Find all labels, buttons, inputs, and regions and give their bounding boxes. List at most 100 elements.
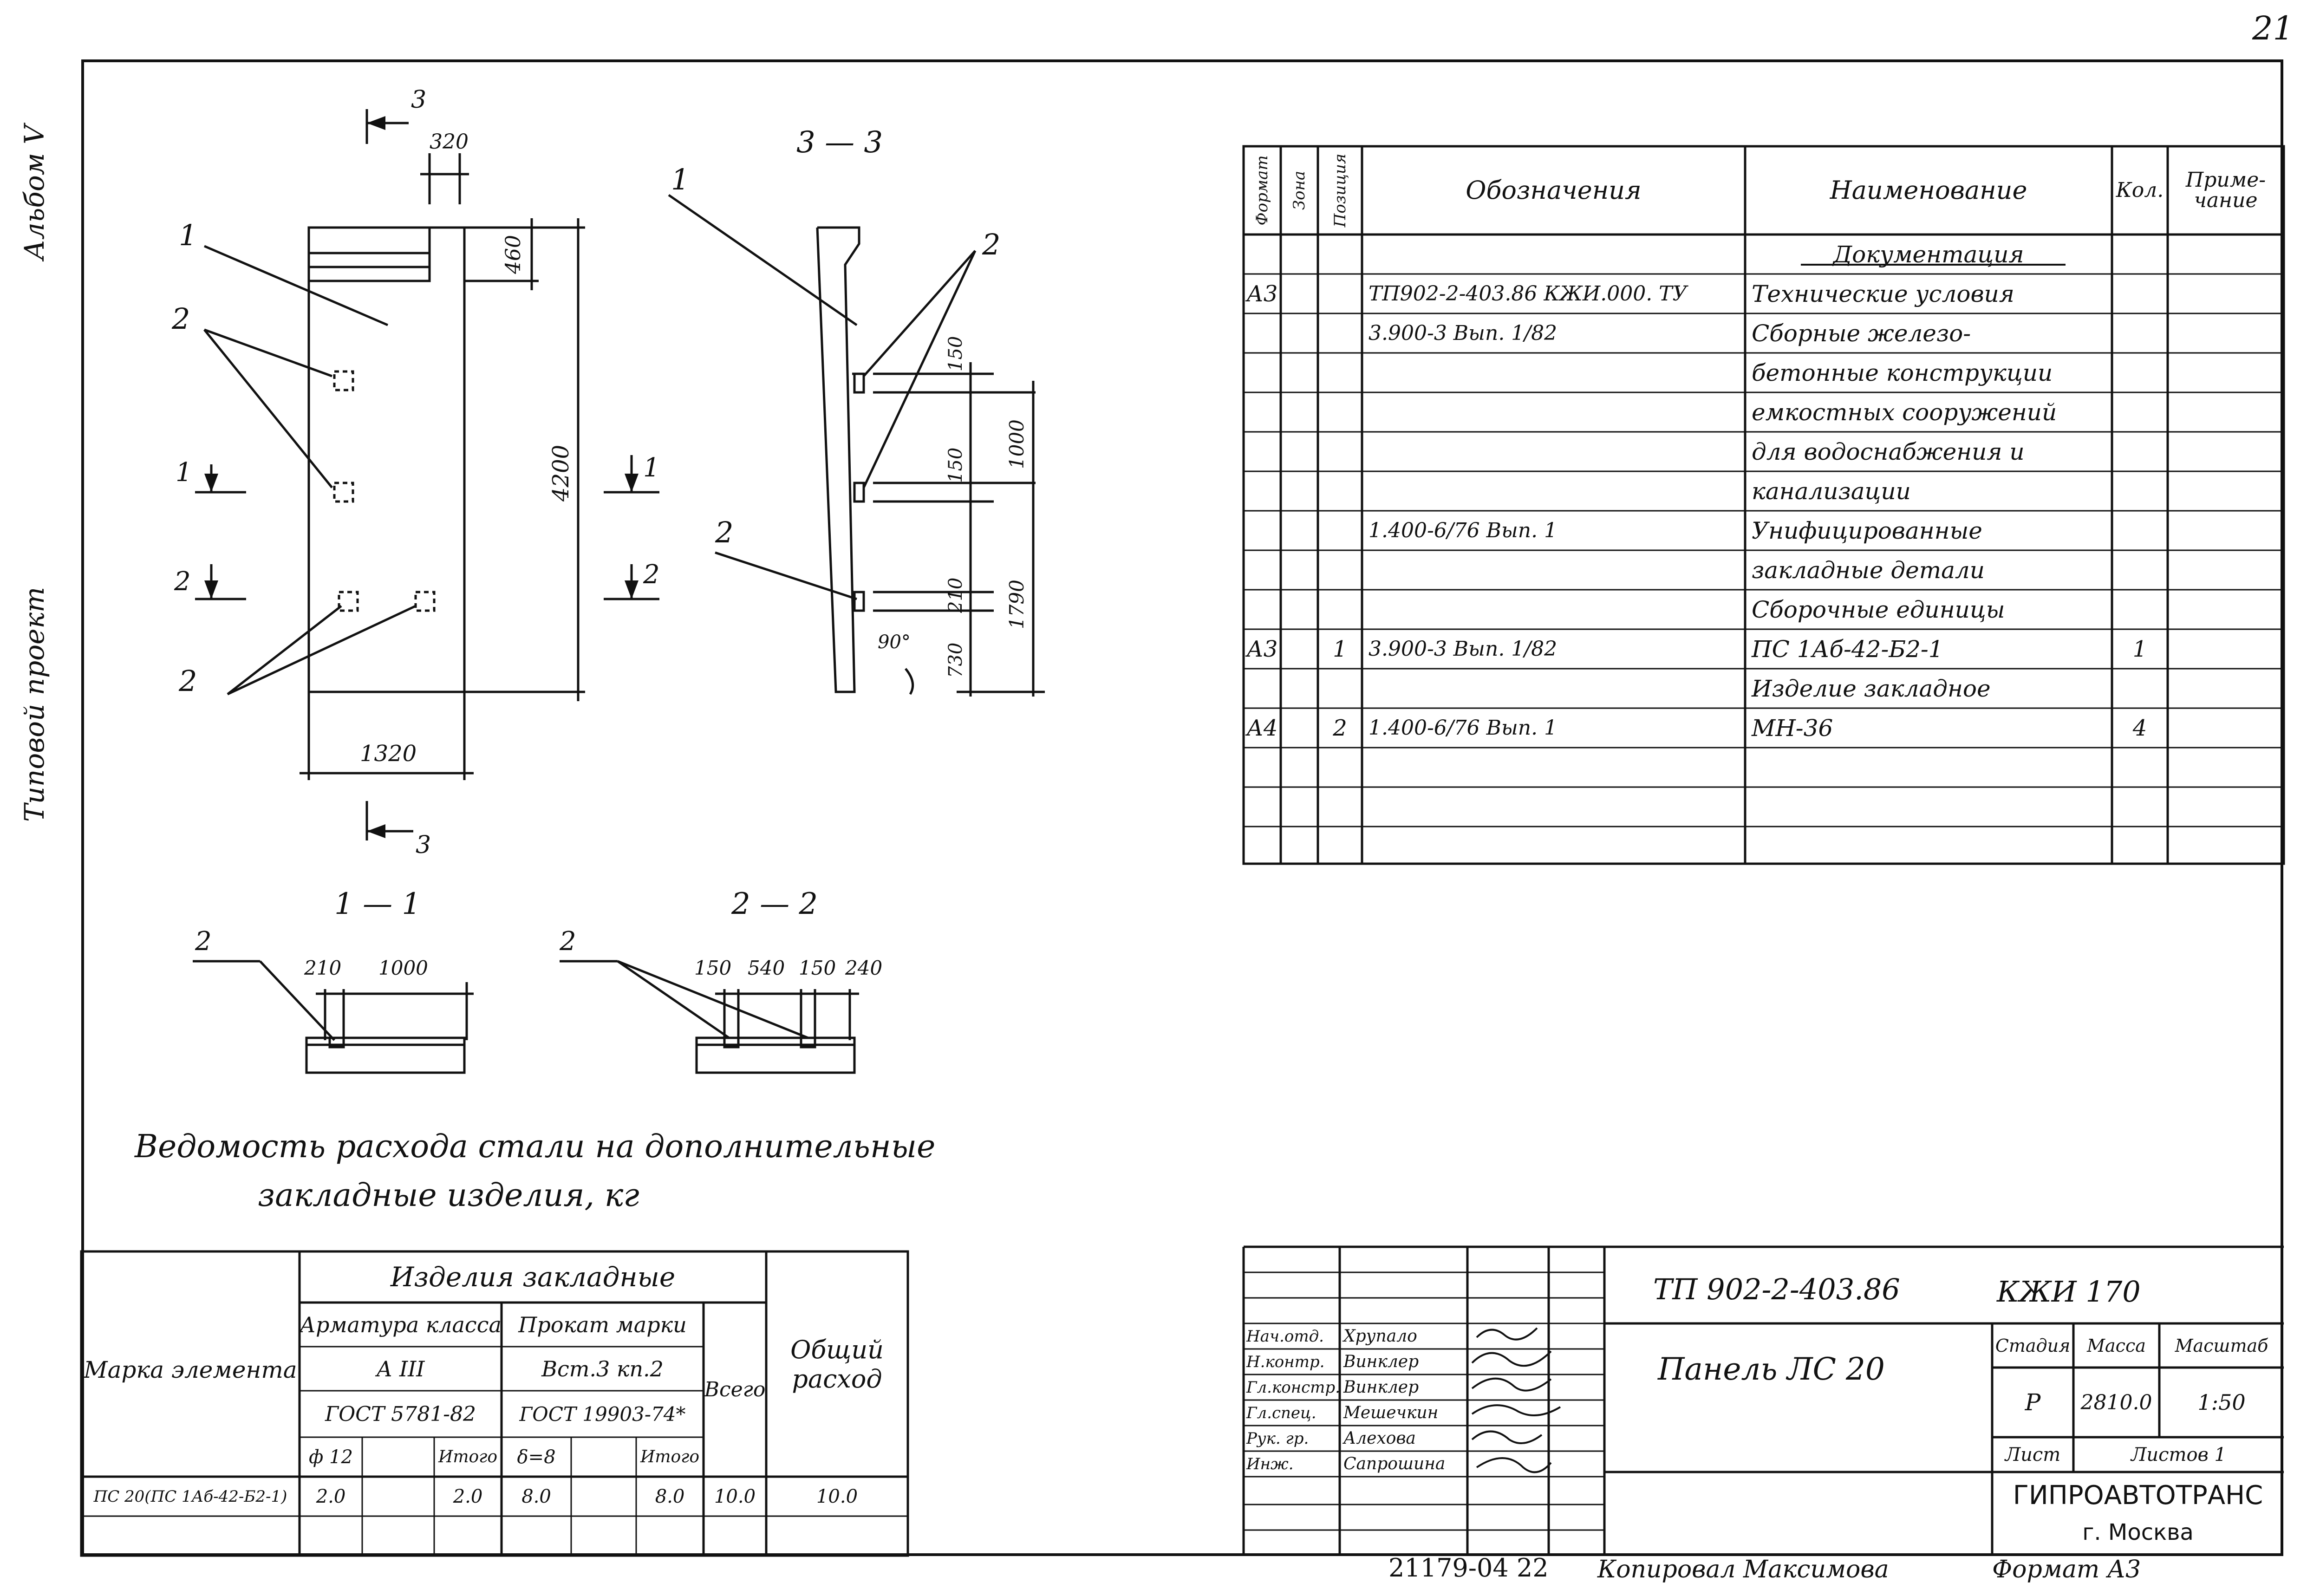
title-name: Панель ЛС 20 <box>1658 1351 1885 1387</box>
tb-role: Инж. <box>1246 1454 1294 1473</box>
spec-cell: МН-36 <box>1752 714 1833 742</box>
spec-cell: для водоснабжения и <box>1752 438 2025 465</box>
steel-h-itogo2: Итого <box>640 1447 700 1466</box>
section-2-2-dim-150b: 150 <box>799 957 836 979</box>
spec-cell: 1 <box>2132 636 2147 662</box>
page-number: 21 <box>2252 9 2294 47</box>
section-3-3-title: 3 — 3 <box>796 125 883 160</box>
tb-role: Нач.отд. <box>1246 1327 1324 1346</box>
steel-row-common: 10.0 <box>816 1485 858 1507</box>
spec-header-3: Обозначения <box>1466 176 1642 205</box>
section-3-3-dim-1000: 1000 <box>1005 419 1028 469</box>
dim-320: 320 <box>430 130 469 154</box>
drawing-frame <box>81 59 2283 1556</box>
tb-org: ГИПРОАВТОТРАНС <box>2013 1480 2263 1511</box>
spec-cell: Документация <box>1833 241 2024 268</box>
spec-cell: 1.400-6/76 Вып. 1 <box>1369 519 1558 542</box>
spec-cell: А3 <box>1246 280 1278 307</box>
spec-cell: бетонные конструкции <box>1752 359 2053 386</box>
spec-header-2: Позиция <box>1330 153 1349 228</box>
tb-person: Винклер <box>1343 1378 1419 1397</box>
spec-cell: ПС 1Аб-42-Б2-1 <box>1752 635 1943 663</box>
spec-cell: Сборные железо- <box>1752 319 1971 347</box>
section-1-1-dim-1000: 1000 <box>378 957 428 979</box>
tb-city: г. Москва <box>2082 1519 2194 1545</box>
steel-h-total: Всего <box>704 1378 766 1401</box>
tb-role: Рук. гр. <box>1246 1429 1309 1448</box>
spec-cell: 4 <box>2132 715 2147 741</box>
section-3-3-dim-150a: 150 <box>945 336 966 371</box>
cut-mark-2-left: 2 <box>174 567 191 597</box>
spec-cell: закладные детали <box>1752 556 1985 584</box>
steel-h-group: Изделия закладные <box>390 1261 676 1293</box>
spec-cell: 2 <box>1333 715 1347 741</box>
tb-person: Алехова <box>1343 1429 1416 1448</box>
title-code: ТП 902-2-403.86 <box>1653 1272 1900 1306</box>
spec-header-4: Наименование <box>1830 176 2027 205</box>
main-view-pos2-b: 2 <box>179 664 197 698</box>
spec-cell: А4 <box>1246 715 1278 741</box>
dim-1320: 1320 <box>360 741 417 767</box>
steel-title-line1: Ведомость расхода стали на дополнительны… <box>135 1128 936 1165</box>
section-3-3-pos1: 1 <box>671 163 690 196</box>
section-1-1-dim-210: 210 <box>304 957 342 979</box>
section-1-1-pos: 2 <box>195 926 212 957</box>
steel-row-empty1 <box>362 1477 434 1516</box>
tb-person: Сапрошина <box>1343 1454 1446 1473</box>
tb-role: Гл.констр. <box>1246 1378 1340 1397</box>
section-3-3-dim-210: 210 <box>945 577 966 613</box>
footer-inventory: 21179-04 22 <box>1388 1553 1549 1583</box>
spec-cell: Изделие закладное <box>1752 675 1991 702</box>
steel-row-itogo2: 8.0 <box>655 1485 685 1507</box>
steel-row-mark: ПС 20(ПС 1Аб-42-Б2-1) <box>93 1487 287 1506</box>
tb-sheet-h: Лист <box>2005 1444 2061 1466</box>
spec-cell: 3.900-3 Вып. 1/82 <box>1369 321 1558 345</box>
steel-h-prokat-grade: Вст.3 кп.2 <box>541 1356 664 1381</box>
tb-mass: 2810.0 <box>2080 1390 2152 1414</box>
steel-h-phi: ф 12 <box>309 1446 353 1468</box>
section-2-2-dim-150a: 150 <box>694 957 732 979</box>
spec-header-1: Зона <box>1290 170 1309 210</box>
tb-person: Мешечкин <box>1343 1403 1439 1422</box>
main-view-pos1: 1 <box>179 218 197 252</box>
tb-person: Хрупало <box>1343 1327 1417 1346</box>
tb-stage: Р <box>2025 1389 2041 1416</box>
cut-mark-3-bottom: 3 <box>416 831 431 859</box>
steel-h-common: Общий расход <box>790 1335 884 1394</box>
steel-row-delta8: 8.0 <box>521 1485 551 1507</box>
cut-mark-1-right: 1 <box>643 453 660 483</box>
section-3-3-dim-1790: 1790 <box>1005 580 1028 629</box>
spec-cell: канализации <box>1752 477 1911 505</box>
spec-cell: ТП902-2-403.86 КЖИ.000. ТУ <box>1369 282 1688 306</box>
steel-title-line2: закладные изделия, кг <box>258 1177 639 1214</box>
footer-format: Формат А3 <box>1992 1556 2141 1583</box>
cut-mark-1-left: 1 <box>176 457 192 488</box>
section-3-3-pos2-b: 2 <box>715 515 734 549</box>
steel-row-itogo1: 2.0 <box>453 1485 483 1507</box>
spec-cell: 3.900-3 Вып. 1/82 <box>1369 637 1558 661</box>
tb-mass-h: Масса <box>2087 1335 2146 1356</box>
tb-role: Н.контр. <box>1246 1352 1325 1371</box>
steel-h-delta: δ=8 <box>517 1446 556 1468</box>
steel-h-itogo1: Итого <box>438 1447 498 1466</box>
title-sheet-code: КЖИ 170 <box>1997 1275 2141 1309</box>
spec-header-6: Приме- чание <box>2185 168 2266 212</box>
signatures <box>1471 1327 1561 1473</box>
tb-role: Гл.спец. <box>1246 1403 1316 1422</box>
cut-mark-2-right: 2 <box>643 560 660 590</box>
cut-mark-3-top: 3 <box>411 86 427 114</box>
section-2-2-title: 2 — 2 <box>731 887 818 921</box>
spec-cell: Технические условия <box>1752 280 2014 307</box>
footer-copied: Копировал Максимова <box>1597 1556 1889 1583</box>
steel-row-empty2 <box>571 1477 636 1516</box>
spec-header-0: Формат <box>1253 155 1271 226</box>
section-2-2-dim-240: 240 <box>845 957 883 979</box>
spec-cell: 1.400-6/76 Вып. 1 <box>1369 716 1558 740</box>
steel-h-prokat-gost: ГОСТ 19903-74* <box>519 1402 686 1426</box>
spec-cell: Унифицированные <box>1752 517 1982 544</box>
section-2-2-dim-540: 540 <box>748 957 785 979</box>
steel-h-rebar: Арматура класса <box>300 1312 502 1337</box>
section-3-3-pos2-a: 2 <box>982 228 1001 261</box>
steel-h-mark: Марка элемента <box>84 1356 297 1383</box>
